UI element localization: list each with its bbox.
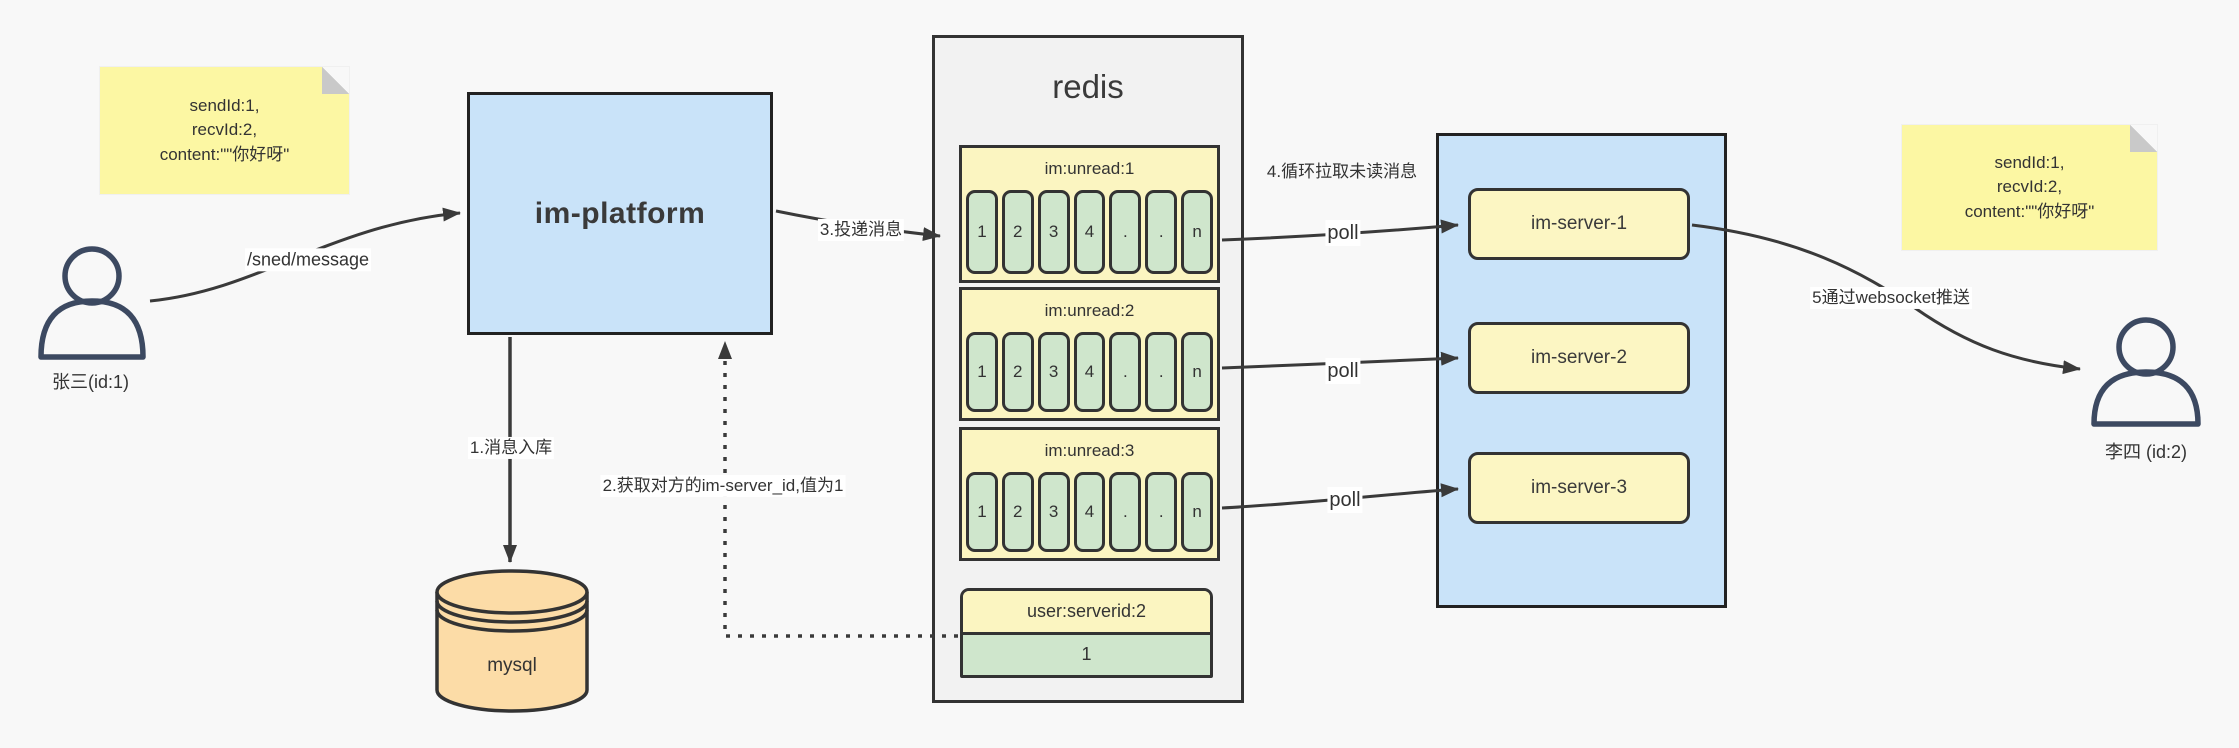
queue-im-unread-1: im:unread:1 1 2 3 4 . . n [959, 145, 1220, 283]
actor-right-label: 李四 (id:2) [2104, 442, 2188, 462]
mysql-label: mysql [487, 655, 537, 676]
im-platform-label: im-platform [534, 196, 706, 230]
redis-title: redis [1052, 68, 1124, 105]
label-step5: 5通过websocket推送 [1810, 286, 1972, 310]
label-poll-1: poll [1325, 220, 1361, 246]
label-step4: 4.循环拉取未读消息 [1266, 162, 1418, 181]
label-step2: 2.获取对方的im-server_id,值为1 [600, 474, 846, 498]
queue-cell: 3 [1037, 472, 1070, 552]
label-poll-3: poll [1327, 487, 1363, 513]
note-fold-icon [322, 67, 349, 94]
mysql-cylinder [435, 569, 589, 713]
note-line: sendId:1, [189, 95, 260, 115]
queue-header: im:unread:1 [1044, 159, 1135, 178]
queue-header: im:unread:2 [1044, 301, 1135, 320]
queue-im-unread-2: im:unread:2 1 2 3 4 . . n [959, 287, 1220, 421]
label-send-api: /sned/message [244, 248, 372, 272]
im-server-2-box[interactable]: im-server-2 [1468, 322, 1690, 394]
note-line: recvId:2, [191, 120, 258, 140]
user-serverid-key: user:serverid:2 [963, 591, 1210, 635]
note-line: content:""你好呀" [1964, 201, 2095, 221]
note-fold-icon [2130, 125, 2157, 152]
sticky-note-right: sendId:1, recvId:2, content:""你好呀" [1902, 125, 2157, 250]
im-server-3-box[interactable]: im-server-3 [1468, 452, 1690, 524]
label-step1: 1.消息入库 [467, 436, 555, 460]
queue-cell: n [1181, 472, 1214, 552]
queue-cell: 2 [1001, 472, 1034, 552]
queue-header: im:unread:3 [1044, 441, 1135, 460]
queue-cell: . [1145, 332, 1178, 412]
queue-cell: . [1145, 190, 1178, 274]
queue-cell: . [1145, 472, 1178, 552]
queue-cell: 4 [1073, 332, 1106, 412]
note-line: sendId:1, [1994, 152, 2065, 172]
note-line: recvId:2, [1996, 177, 2063, 197]
user-serverid-block: user:serverid:2 1 [960, 588, 1213, 678]
user-icon-right [2091, 317, 2201, 427]
user-serverid-value: 1 [963, 634, 1210, 675]
queue-cell: 3 [1037, 332, 1070, 412]
queue-cell: . [1109, 472, 1142, 552]
queue-cell: 1 [966, 332, 998, 412]
queue-cell: n [1181, 190, 1214, 274]
queue-cell: 3 [1037, 190, 1070, 274]
queue-cell: . [1109, 332, 1142, 412]
queue-cell: 2 [1001, 332, 1034, 412]
im-server-1-box[interactable]: im-server-1 [1468, 188, 1690, 260]
queue-cells: 1 2 3 4 . . n [962, 472, 1217, 558]
user-icon-left [38, 246, 146, 360]
queue-cell: 4 [1073, 190, 1106, 274]
queue-cell: n [1181, 332, 1214, 412]
queue-cell: 4 [1073, 472, 1106, 552]
queue-cells: 1 2 3 4 . . n [962, 190, 1217, 280]
note-right-text: sendId:1, recvId:2, content:""你好呀" [1902, 125, 2157, 250]
queue-cell: 1 [966, 472, 998, 552]
note-left-text: sendId:1, recvId:2, content:""你好呀" [100, 67, 349, 194]
label-step3: 3.投递消息 [817, 218, 905, 242]
queue-im-unread-3: im:unread:3 1 2 3 4 . . n [959, 427, 1220, 561]
queue-cell: 1 [966, 190, 998, 274]
queue-cells: 1 2 3 4 . . n [962, 332, 1217, 418]
sticky-note-left: sendId:1, recvId:2, content:""你好呀" [100, 67, 349, 194]
label-poll-2: poll [1325, 358, 1361, 384]
im-platform-box[interactable]: im-platform [467, 92, 773, 335]
note-line: content:""你好呀" [159, 144, 290, 164]
queue-cell: . [1109, 190, 1142, 274]
queue-cell: 2 [1001, 190, 1034, 274]
actor-left-label: 张三(id:1) [52, 372, 130, 392]
